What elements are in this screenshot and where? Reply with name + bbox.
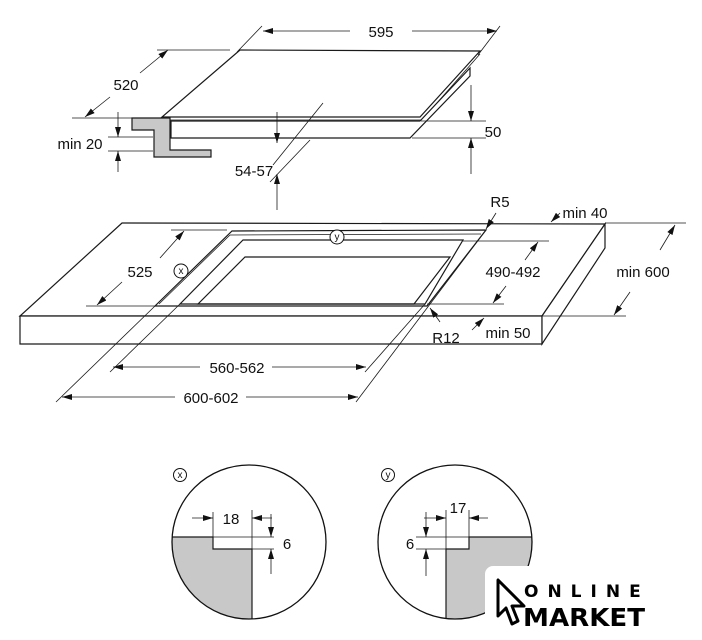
min-40-label: min 40 [562, 205, 607, 222]
dimension-min-600: min 600 [542, 222, 686, 317]
cursor-icon [496, 578, 526, 626]
marker-y: y [329, 229, 345, 245]
hob-height-label: 50 [485, 124, 502, 141]
clearance-label: 54-57 [235, 163, 273, 180]
dimension-54-57: 54-57 [235, 102, 324, 210]
radius-r5-label: R5 [490, 194, 509, 211]
svg-text:y: y [335, 232, 340, 243]
online-market-logo: ONLINE MARKET [485, 566, 702, 640]
inner-depth-label: 490-492 [485, 264, 540, 281]
logo-line2: MARKET [523, 603, 645, 632]
radius-r12-label: R12 [432, 330, 460, 347]
svg-text:x: x [179, 266, 184, 277]
detail-y-depth: 6 [406, 536, 414, 553]
hob-top-surface [160, 49, 482, 118]
hob-body [170, 66, 471, 139]
dimension-560-562: 560-562 [109, 303, 426, 377]
detail-x-marker: x [178, 470, 183, 481]
worktop-front-face [19, 315, 543, 345]
hob-width-label: 595 [368, 24, 393, 41]
outer-width-label: 600-602 [183, 390, 238, 407]
min-50-label: min 50 [485, 325, 530, 342]
min-thickness-label: min 20 [57, 136, 102, 153]
hob-drawing [131, 49, 482, 158]
worktop-side-face [541, 222, 606, 347]
dimension-525: 525 [86, 229, 227, 307]
marker-x: x [173, 263, 189, 279]
logo-line1: ONLINE [524, 582, 650, 602]
detail-x-depth: 6 [283, 536, 291, 553]
detail-x-width: 18 [223, 511, 240, 528]
detail-y-marker: y [386, 470, 391, 481]
dimension-600-602: 600-602 [55, 229, 487, 407]
detail-x: 18 6 x [171, 464, 327, 620]
detail-y-width: 17 [450, 500, 467, 517]
dimension-520: 520 [72, 49, 230, 119]
worktop-drawing: y x [18, 222, 607, 347]
worktop-bracket [131, 117, 212, 158]
inner-width-label: 560-562 [209, 360, 264, 377]
cutout-recess [153, 229, 488, 307]
dimension-min-20: min 20 [57, 112, 153, 172]
dimension-595: 595 [236, 24, 501, 56]
cutout-depth-label: 525 [127, 264, 152, 281]
min-depth-label: min 600 [616, 264, 669, 281]
cutout-hole [196, 256, 452, 305]
hob-depth-label: 520 [113, 77, 138, 94]
dimension-50: 50 [412, 85, 501, 174]
